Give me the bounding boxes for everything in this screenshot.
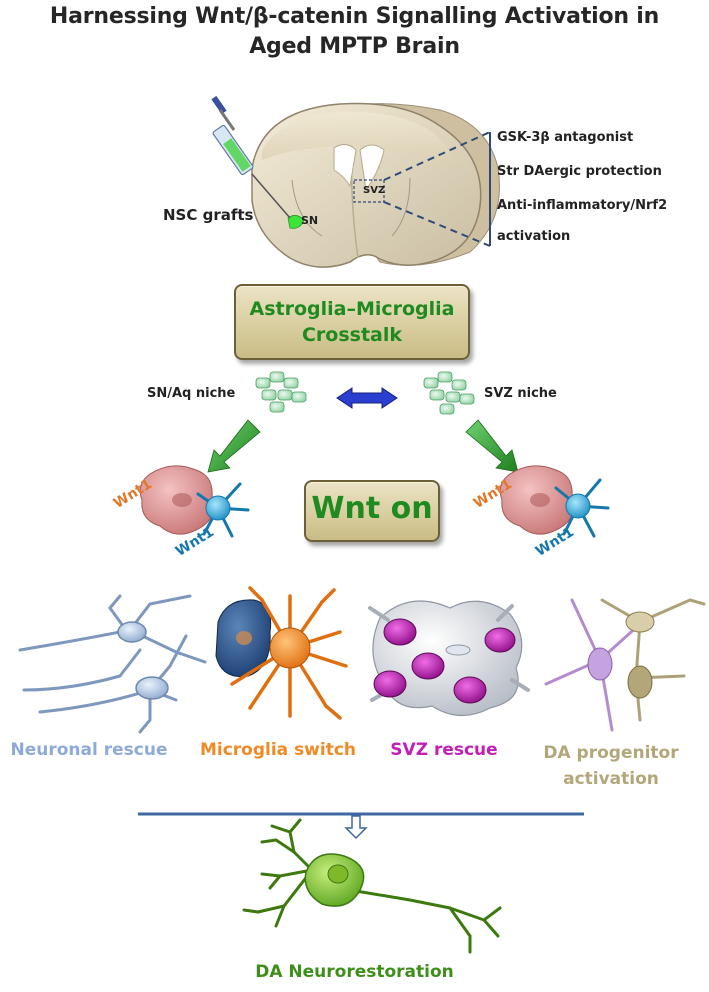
caption-microglia-switch: Microglia switch — [188, 740, 368, 760]
effect-gsk3b: GSK-3β antagonist — [497, 130, 634, 145]
microglia-switch-illustration — [215, 586, 348, 720]
svz-rescue-illustration — [368, 600, 530, 717]
crosstalk-box: Astroglia–Microglia Crosstalk — [234, 284, 470, 360]
svz-niche-label: SVZ niche — [484, 386, 557, 401]
effect-str-protection: Str DAergic protection — [497, 164, 662, 179]
bidirectional-arrow-icon — [336, 387, 398, 409]
effect-activation: activation — [497, 229, 571, 244]
result-label: DA Neurorestoration — [0, 962, 709, 982]
neuronal-rescue-illustration — [18, 594, 207, 734]
svz-niche-cells — [423, 371, 475, 415]
da-neuron-illustration — [242, 818, 502, 954]
caption-da-progenitor: DA progenitor activation — [516, 740, 706, 792]
sn-aq-niche-cells — [255, 371, 307, 413]
wnt-on-box: Wnt on — [304, 480, 440, 542]
right-astrocyte-cell — [499, 465, 574, 535]
nsc-grafts-label: NSC grafts — [163, 206, 254, 224]
caption-neuronal-rescue-text: Neuronal rescue — [10, 740, 168, 760]
caption-da-progenitor-text-2: activation — [563, 769, 659, 789]
right-microglia-cell — [554, 478, 610, 538]
sn-label: SN — [301, 214, 319, 227]
caption-svz-rescue-text: SVZ rescue — [390, 740, 498, 760]
sn-aq-niche-label: SN/Aq niche — [147, 386, 236, 401]
result-label-text: DA Neurorestoration — [255, 962, 454, 982]
left-microglia-cell — [196, 482, 250, 538]
effect-anti-inflammatory: Anti-inflammatory/Nrf2 — [497, 198, 668, 213]
down-arrow-icon — [344, 815, 368, 840]
title-line-2: Aged MPTP Brain — [249, 34, 460, 59]
title-line-1: Harnessing Wnt/β-catenin Signalling Acti… — [49, 4, 660, 29]
left-astrocyte-cell — [139, 465, 214, 535]
syringe-icon — [211, 95, 291, 219]
caption-da-progenitor-text: DA progenitor — [543, 743, 679, 763]
crosstalk-line-2: Crosstalk — [301, 324, 403, 346]
da-progenitor-illustration — [544, 598, 706, 732]
crosstalk-line-1: Astroglia–Microglia — [249, 298, 455, 320]
svz-label: SVZ — [363, 185, 386, 196]
left-green-arrow-icon — [207, 419, 261, 473]
caption-neuronal-rescue: Neuronal rescue — [0, 740, 178, 760]
caption-microglia-switch-text: Microglia switch — [199, 740, 357, 760]
caption-svz-rescue: SVZ rescue — [374, 740, 514, 760]
right-green-arrow-icon — [465, 419, 519, 473]
